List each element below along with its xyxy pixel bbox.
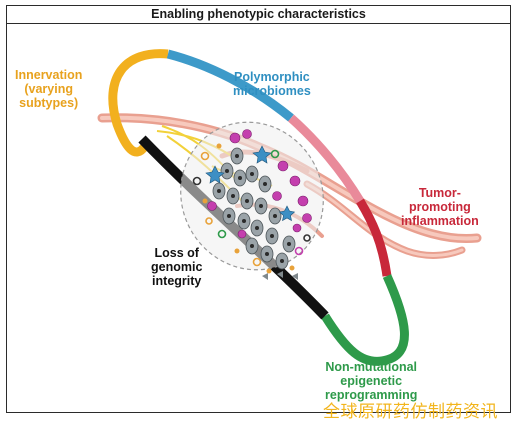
- ring-segment-epigenetic: [321, 274, 409, 366]
- ring-segment-innervation: [108, 49, 169, 157]
- figure-frame: Enabling phenotypic characteristics: [6, 5, 511, 413]
- ring-segment-microbiomes: [166, 49, 294, 122]
- ring-segment-pink: [288, 114, 364, 204]
- watermark-text: 全球原研药仿制药资讯: [323, 402, 498, 422]
- label-innervation: Innervation (varying subtypes): [15, 68, 83, 110]
- hallmarks-ring-diagram: [97, 49, 482, 366]
- figure-title: Enabling phenotypic characteristics: [7, 6, 510, 24]
- tumor-cells: [192, 129, 312, 280]
- label-inflammation: Tumor- promoting inflammation: [401, 186, 479, 228]
- ring-segment-inflammation: [356, 198, 392, 277]
- label-microbiomes: Polymorphic microbiomes: [233, 70, 311, 98]
- label-epigenetic: Non-mutational epigenetic reprogramming: [325, 360, 418, 402]
- label-genomic: Loss of genomic integrity: [151, 246, 203, 288]
